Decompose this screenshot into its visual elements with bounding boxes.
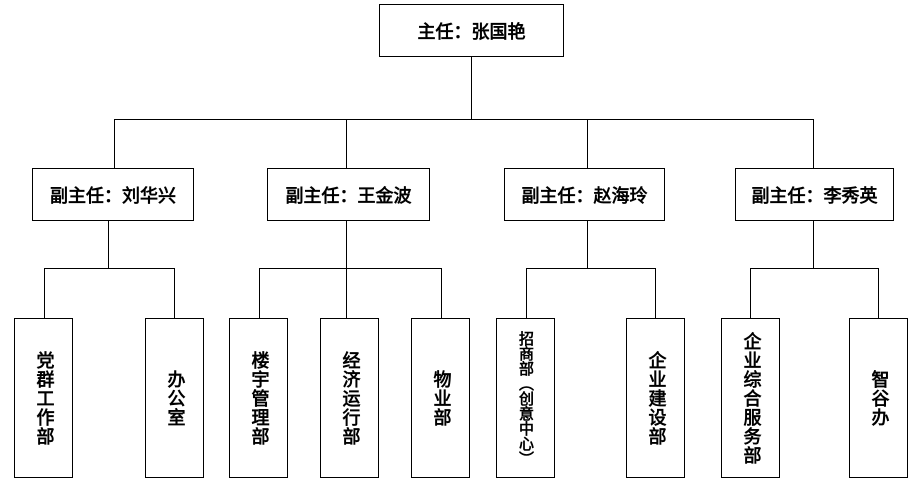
department-box-economic-operations: 经济运行部 bbox=[320, 318, 379, 478]
department-box-enterprise-services: 企业综合服务部 bbox=[721, 318, 780, 478]
deputy-box-2: 副主任：王金波 bbox=[267, 168, 430, 221]
department-box-property: 物业部 bbox=[411, 318, 470, 478]
department-box-building-management: 楼宇管理部 bbox=[229, 318, 288, 478]
department-box-investment-promotion: 招商部（创意中心） bbox=[496, 318, 555, 478]
deputy-box-4: 副主任：李秀英 bbox=[735, 168, 894, 221]
department-box-office: 办公室 bbox=[145, 318, 204, 478]
deputy-box-3: 副主任：赵海玲 bbox=[504, 168, 665, 221]
deputy-box-1: 副主任：刘华兴 bbox=[32, 168, 194, 221]
department-box-zhigu-office: 智谷办 bbox=[849, 318, 908, 478]
director-box: 主任：张国艳 bbox=[379, 4, 564, 57]
department-box-party-work: 党群工作部 bbox=[14, 318, 73, 478]
department-box-enterprise-building: 企业建设部 bbox=[626, 318, 685, 478]
